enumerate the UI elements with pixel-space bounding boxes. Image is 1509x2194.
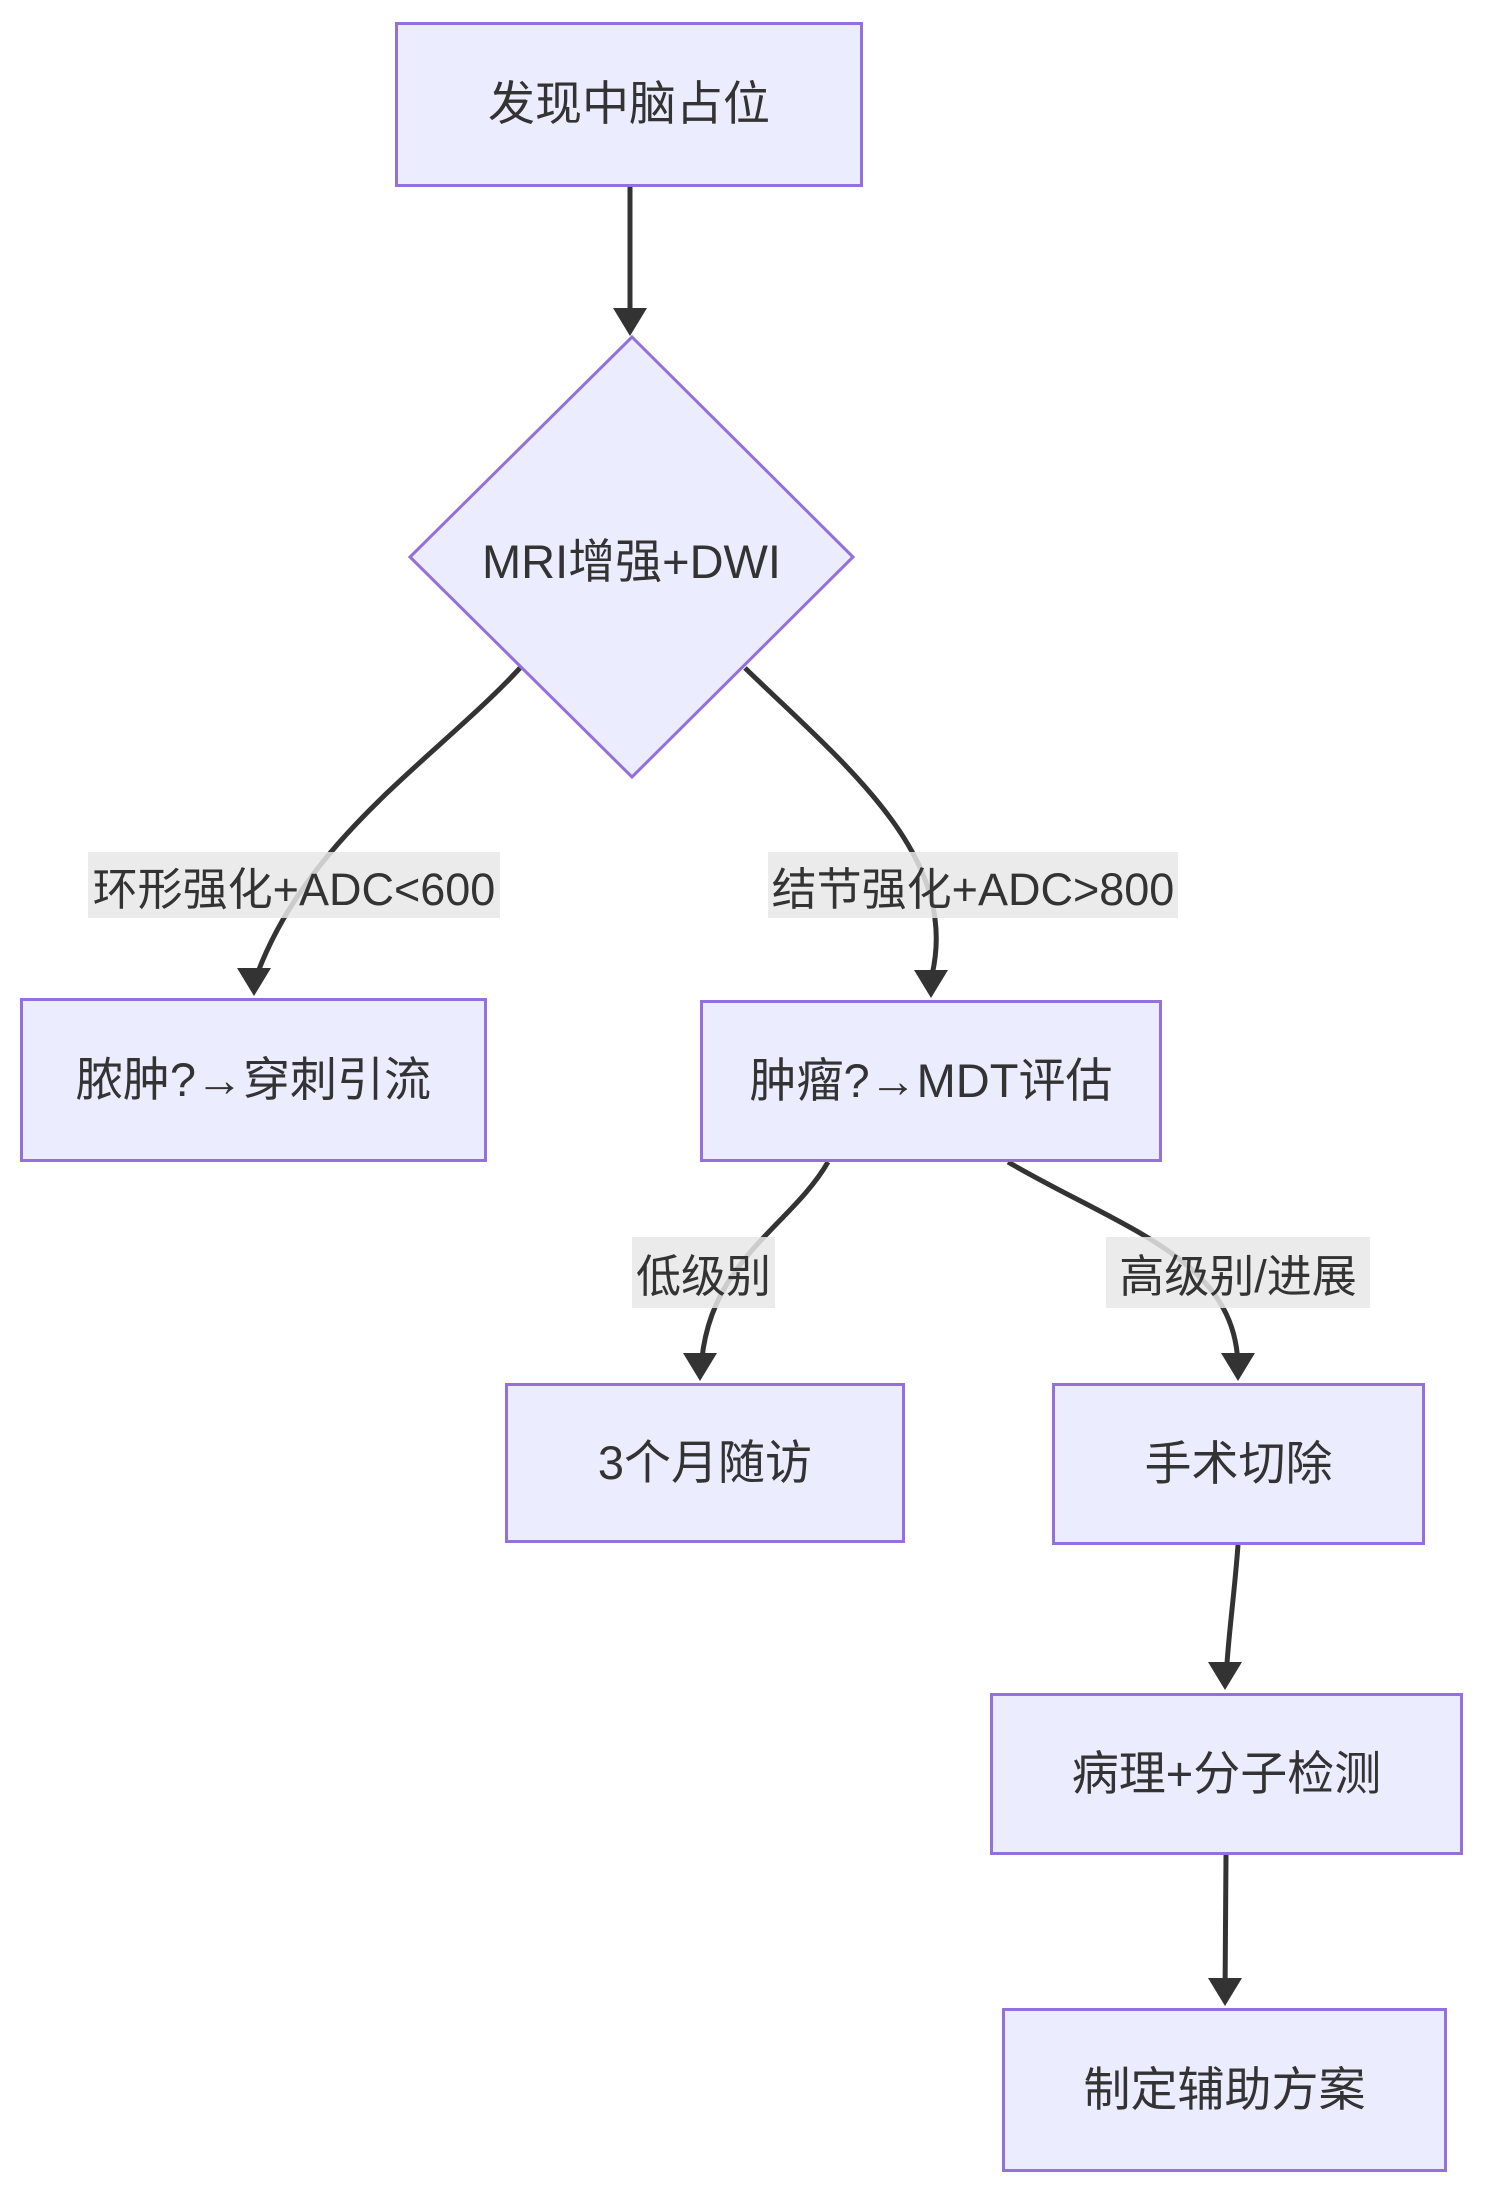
node-tumor-mdt-label: 肿瘤?→MDT评估 [749,1053,1113,1107]
node-discover-midbrain-mass-label: 发现中脑占位 [488,77,770,131]
arrowhead-start-to-mri [613,308,647,336]
arrowhead-tumor-to-followup [683,1353,717,1381]
edge-label-nodular-enhancement-adc-text: 结节强化+ADC>800 [771,863,1175,915]
edge-label-low-grade-text: 低级别 [635,1251,771,1302]
node-pathology-molecular: 病理+分子检测 [990,1693,1463,1855]
node-tumor-mdt: 肿瘤?→MDT评估 [700,1000,1162,1162]
edge-mri-to-tumor [743,666,939,976]
node-followup-3-months-label: 3个月随访 [597,1435,813,1489]
node-adjuvant-plan: 制定辅助方案 [1002,2008,1447,2172]
node-surgical-resection: 手术切除 [1052,1383,1425,1545]
node-pathology-molecular-label: 病理+分子检测 [1071,1746,1382,1800]
node-discover-midbrain-mass: 发现中脑占位 [395,22,863,187]
arrowhead-tumor-to-surgery [1221,1353,1255,1381]
edge-label-high-grade-progression-text: 高级别/进展 [1119,1251,1357,1302]
node-abscess-drainage-label: 脓肿?→穿刺引流 [75,1052,432,1106]
edge-label-low-grade: 低级别 [632,1237,775,1308]
node-abscess-drainage: 脓肿?→穿刺引流 [20,998,487,1162]
arrowhead-surgery-to-pathology [1208,1662,1242,1690]
arrowhead-mri-to-tumor [914,970,948,998]
decision-diamond-shape [407,334,856,780]
edge-label-ring-enhancement-adc-text: 环形强化+ADC<600 [92,863,496,915]
node-followup-3-months: 3个月随访 [505,1383,905,1543]
edge-surgery-to-pathology [1223,1544,1241,1683]
node-surgical-resection-label: 手术切除 [1144,1436,1333,1490]
edge-label-nodular-enhancement-adc: 结节强化+ADC>800 [768,852,1178,918]
decision-mri-dwi-label: MRI增强+DWI [482,534,781,588]
arrowhead-mri-to-abscess [237,968,271,996]
edge-label-ring-enhancement-adc: 环形强化+ADC<600 [88,852,500,918]
node-adjuvant-plan-label: 制定辅助方案 [1083,2062,1366,2116]
arrowhead-pathology-to-plan [1208,1978,1242,2006]
edge-mri-to-abscess [255,666,522,973]
edge-label-high-grade-progression: 高级别/进展 [1106,1237,1370,1308]
decision-mri-dwi: MRI增强+DWI [410,337,853,777]
edge-pathology-to-plan [1222,1854,1229,1999]
